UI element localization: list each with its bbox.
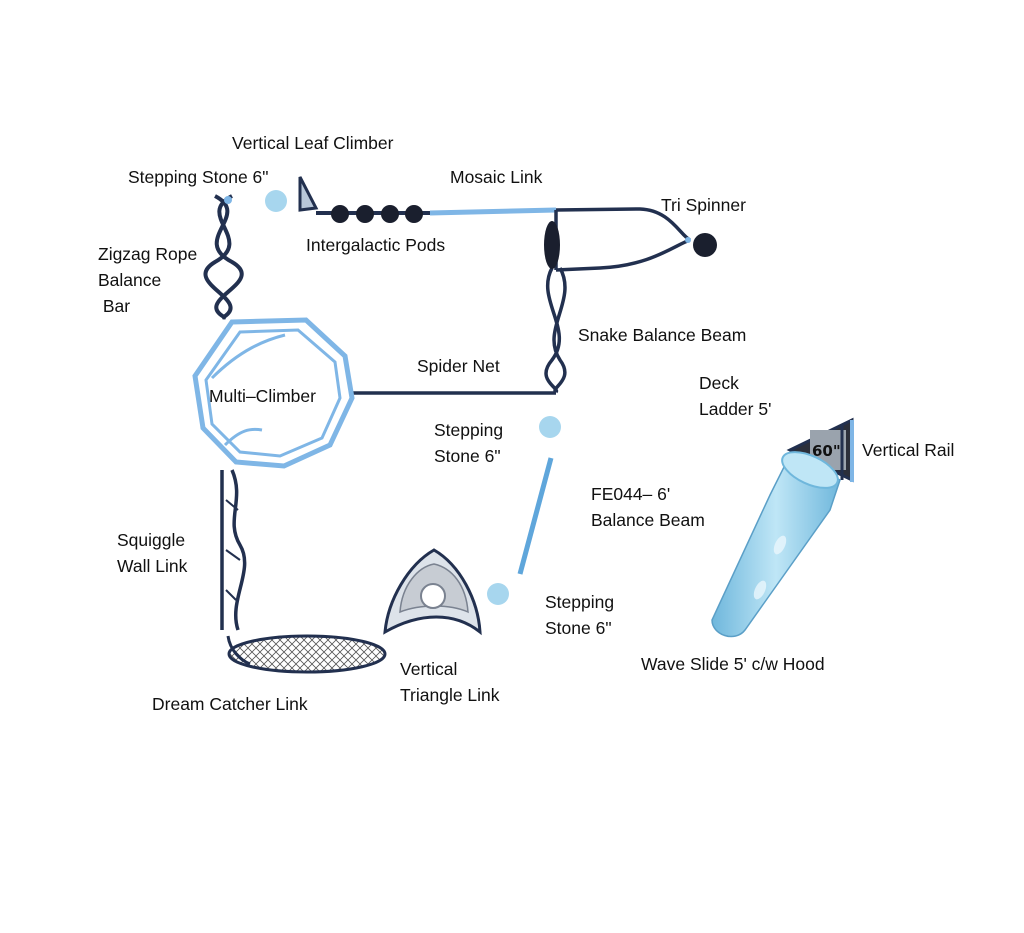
label-stepping-stone-low: Stepping Stone 6"	[545, 592, 615, 638]
label-snake-balance-beam: Snake Balance Beam	[578, 325, 747, 345]
label-vertical-triangle-link: Vertical Triangle Link	[400, 659, 500, 705]
zigzag-rope-balance-bar	[203, 194, 244, 320]
fe044-balance-beam	[517, 457, 554, 575]
label-vertical-leaf-climber: Vertical Leaf Climber	[232, 133, 394, 153]
label-wave-slide: Wave Slide 5' c/w Hood	[641, 654, 825, 674]
vertical-triangle-link	[383, 548, 482, 636]
label-fe044-balance-beam: FE044– 6' Balance Beam	[591, 484, 705, 530]
label-tri-spinner: Tri Spinner	[661, 195, 746, 215]
label-dream-catcher-link: Dream Catcher Link	[152, 694, 308, 714]
intergalactic-pods	[316, 205, 430, 223]
deck-height-badge: 60"	[812, 442, 841, 460]
label-multi-climber: Multi–Climber	[209, 386, 316, 406]
stepping-stone-low	[487, 583, 509, 605]
label-mosaic-link: Mosaic Link	[450, 167, 543, 187]
stepping-stone-top	[265, 190, 287, 212]
tri-spinner	[555, 207, 717, 272]
label-intergalactic-pods: Intergalactic Pods	[306, 235, 446, 255]
vertical-leaf-climber	[298, 176, 319, 212]
label-stepping-stone-top: Stepping Stone 6"	[128, 167, 269, 187]
label-spider-net: Spider Net	[417, 356, 500, 376]
multi-climber	[192, 317, 355, 469]
label-stepping-stone-mid: Stepping Stone 6"	[434, 420, 504, 466]
label-squiggle-wall-link: Squiggle Wall Link	[117, 530, 188, 576]
mosaic-link	[429, 207, 557, 216]
snake-balance-beam	[544, 210, 567, 394]
stepping-stone-mid	[539, 416, 561, 438]
deck-ladder	[786, 417, 854, 483]
label-vertical-rail: Vertical Rail	[862, 440, 955, 460]
squiggle-wall-link	[220, 469, 247, 631]
wave-slide	[711, 451, 841, 638]
label-zigzag-rope-balance-bar: Zigzag Rope Balance Bar	[98, 244, 198, 316]
dream-catcher-link	[226, 634, 387, 674]
label-deck-ladder: Deck Ladder 5'	[699, 373, 772, 419]
